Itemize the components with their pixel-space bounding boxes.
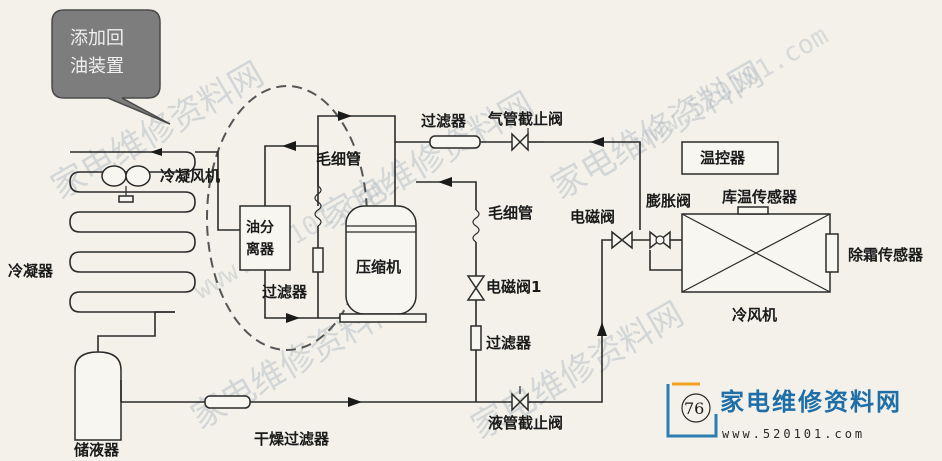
- room-temp-sensor-box: [737, 206, 769, 215]
- gas-valve-icon: [511, 132, 529, 152]
- label-compressor: 压缩机: [356, 258, 401, 276]
- brand-url: www.520101.com: [722, 427, 865, 441]
- arrow-condenser: [150, 148, 162, 156]
- oil-separator: [239, 205, 291, 271]
- label-oil-separator-1: 油分: [246, 219, 274, 236]
- callout-text-line1: 添加回: [70, 28, 124, 49]
- solenoid-valve-icon: [611, 230, 633, 250]
- temp-controller-box: [681, 141, 779, 175]
- callout-shape: [51, 9, 171, 125]
- filter-mid: [470, 325, 482, 351]
- page-number-circle: [681, 393, 711, 423]
- label-capillary-top: 毛细管: [316, 150, 361, 168]
- watermark-url-1: www.520101.com: [629, 21, 834, 157]
- receiver-tank: [74, 351, 122, 441]
- label-temp-controller: 温控器: [700, 149, 746, 167]
- arrow-suction: [438, 177, 452, 187]
- brand-logo: 家电维修资料网 www.520101.com: [666, 382, 902, 441]
- label-oil-separator-2: 离器: [246, 241, 275, 258]
- arrow-up: [597, 322, 607, 336]
- filter-left: [312, 247, 324, 273]
- label-liquid-valve: 液管截止阀: [488, 414, 563, 432]
- label-receiver: 储液器: [74, 441, 120, 459]
- valve-icons: [466, 128, 671, 412]
- fan-blade-left: [101, 165, 127, 187]
- label-filter-mid: 过滤器: [486, 334, 532, 352]
- fan-blade-right: [125, 165, 151, 187]
- liquid-valve-icon: [511, 392, 529, 412]
- label-solenoid-valve1: 电磁阀1: [486, 278, 541, 296]
- defrost-sensor-box: [825, 233, 839, 273]
- pipe-network: [97, 115, 682, 409]
- arrow-oil-return: [286, 313, 300, 323]
- dryer-filter: [204, 395, 251, 409]
- label-condenser-fan: 冷凝风机: [160, 167, 220, 185]
- callout-bubble: 添加回 油装置: [51, 9, 171, 125]
- label-dryer-filter: 干燥过滤器: [254, 430, 330, 448]
- label-room-temp-sensor: 库温传感器: [722, 188, 798, 206]
- arrow-top: [338, 111, 352, 121]
- filter-top: [429, 135, 481, 149]
- callout-text-line2: 油装置: [70, 56, 124, 77]
- condenser-fan: [101, 165, 151, 203]
- condenser-coil: [69, 151, 196, 313]
- label-condenser: 冷凝器: [8, 262, 54, 280]
- label-filter-left: 过滤器: [262, 283, 308, 301]
- brand-logo-icon: [666, 384, 718, 438]
- label-expansion-valve: 膨胀阀: [646, 192, 691, 210]
- arrow-gas: [590, 137, 604, 147]
- compressor-base: [339, 313, 427, 323]
- brand-name: 家电维修资料网: [720, 388, 902, 416]
- page-number: 76: [684, 399, 704, 418]
- label-gas-valve: 气管截止阀: [487, 110, 563, 128]
- solenoid-valve1-icon: [466, 275, 486, 301]
- label-filter-top: 过滤器: [421, 112, 467, 130]
- label-defrost-sensor: 除霜传感器: [848, 246, 924, 264]
- label-capillary-mid: 毛细管: [488, 204, 533, 222]
- label-solenoid-valve: 电磁阀: [570, 208, 615, 226]
- label-cooling-fan: 冷风机: [732, 306, 777, 324]
- cooling-unit: [681, 206, 839, 293]
- arrow-oil: [282, 141, 296, 151]
- arrow-liquid: [348, 397, 362, 407]
- flow-arrows: [150, 111, 607, 407]
